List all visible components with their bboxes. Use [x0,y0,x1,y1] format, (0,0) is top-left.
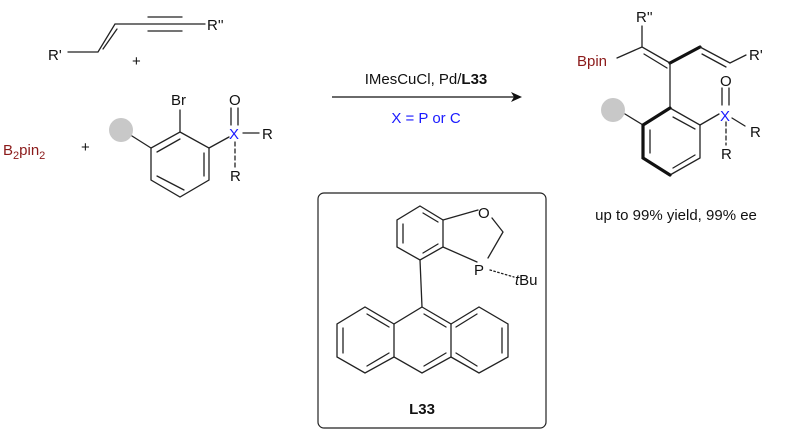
product-structure: R'' Bpin R' O X R R up to 99% yield, 99%… [577,9,763,224]
enyne-r1-label: R' [48,47,62,64]
enyne-structure: R' R'' [48,16,224,64]
yield-ee-text: up to 99% yield, 99% ee [595,207,757,224]
tbu-label: tBu [515,272,538,289]
bpin-label: Bpin [577,53,607,70]
aryl-halide-structure: Br O X R R [109,92,273,198]
b2pin2-label: B2pin2 [3,142,45,162]
phosphorus-label: P [474,262,484,279]
heteroatom-x-label: X [720,108,730,125]
r-label: R [230,168,241,185]
r-label: R [721,146,732,163]
oxygen-label: O [720,73,732,90]
reaction-arrow: IMesCuCl, Pd/L33 X = P or C [332,71,522,127]
conditions-text: IMesCuCl, Pd/L33 [365,71,488,88]
x-definition-text: X = P or C [391,110,461,127]
heteroatom-x-label: X [229,126,239,143]
substituent-dot-icon [601,98,625,122]
r-label: R [750,124,761,141]
oxygen-label: O [478,205,490,222]
substituent-dot-icon [109,118,133,142]
r1-label: R' [749,47,763,64]
bromine-label: Br [171,92,186,109]
arrow-head-icon [511,92,522,102]
oxygen-label: O [229,92,241,109]
plus-sign: + [81,139,90,156]
ligand-box: O P tBu L33 [317,192,547,429]
r2-label: R'' [636,9,653,26]
plus-sign: + [132,53,141,70]
r-label: R [262,126,273,143]
ligand-label: L33 [409,401,435,418]
enyne-r2-label: R'' [207,17,224,34]
